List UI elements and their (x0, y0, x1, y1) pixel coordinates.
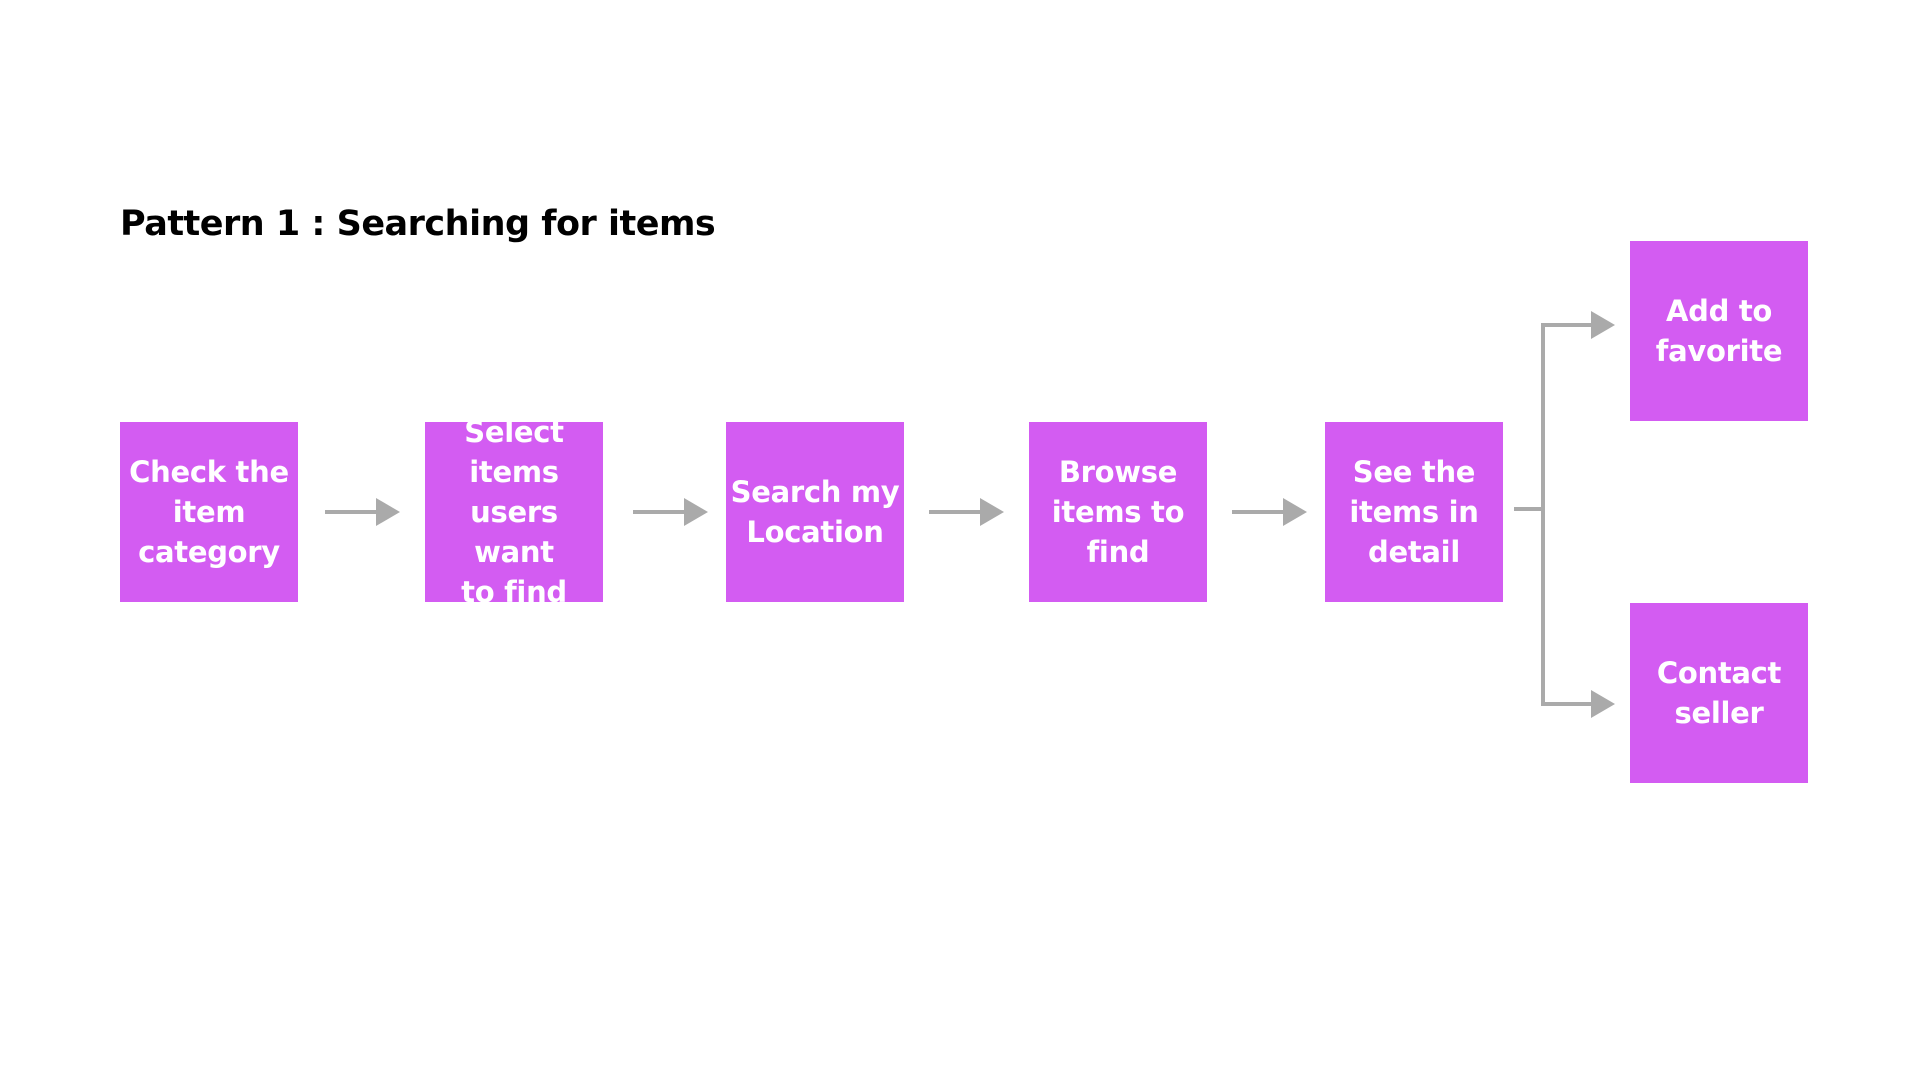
outcome-contact-seller: Contact seller (1630, 603, 1808, 783)
step-browse-items: Browse items to find (1029, 422, 1207, 602)
arrow-2-head (684, 498, 708, 526)
outcome-add-favorite: Add to favorite (1630, 241, 1808, 421)
step-label: Select items users want to find (461, 415, 567, 609)
step-label: Browse items to find (1051, 455, 1185, 569)
step-select-items: Select items users want to find (425, 415, 603, 609)
outcome-label: Contact seller (1656, 656, 1782, 730)
arrow-1-head (376, 498, 400, 526)
step-label: Search my Location (730, 475, 900, 549)
step-label: See the items in detail (1349, 455, 1479, 569)
arrow-4-head (1283, 498, 1307, 526)
arrow-3-head (980, 498, 1004, 526)
step-check-category: Check the item category (120, 422, 298, 602)
branch-connector-lower (1541, 509, 1593, 706)
branch-arrow-bottom-head (1591, 690, 1615, 718)
branch-connector (1514, 323, 1593, 511)
diagram-title: Pattern 1 : Searching for items (120, 204, 716, 244)
outcome-label: Add to favorite (1655, 294, 1783, 368)
step-label: Check the item category (129, 455, 289, 569)
step-see-details: See the items in detail (1325, 422, 1503, 602)
branch-arrow-top-head (1591, 311, 1615, 339)
step-search-location: Search my Location (726, 422, 904, 602)
